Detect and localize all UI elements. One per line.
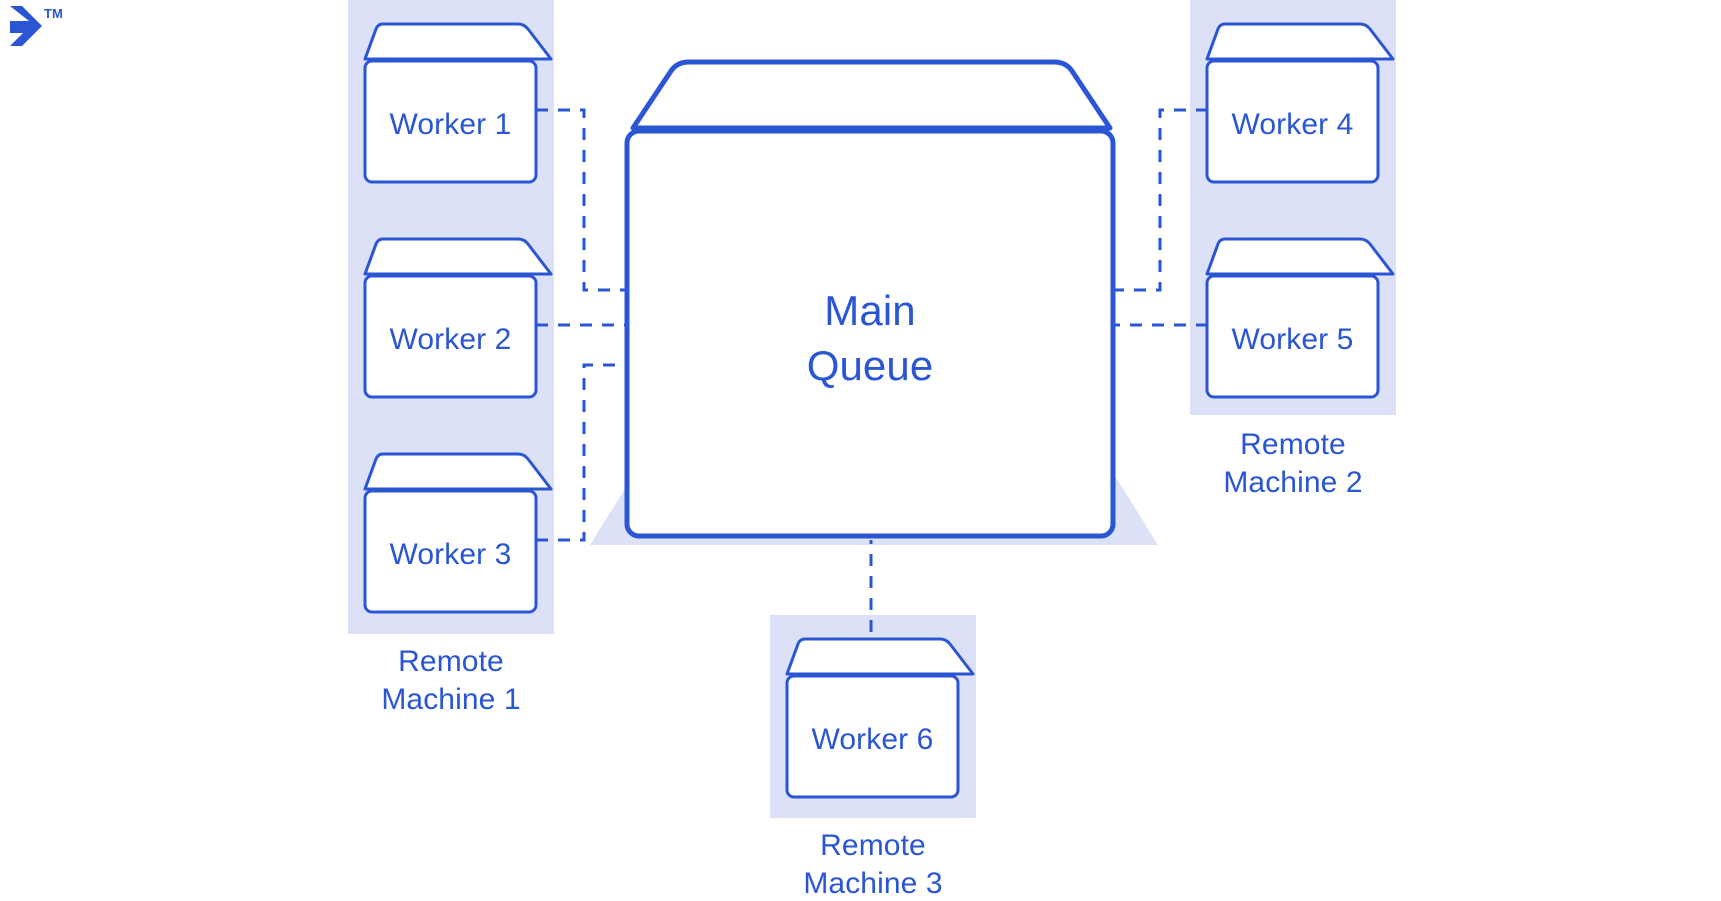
worker-3-shape — [363, 452, 553, 614]
connector-worker-3 — [536, 363, 628, 542]
worker-6-shape — [785, 637, 975, 799]
worker-1-body — [363, 59, 538, 184]
main-queue-label: Main Queue — [806, 287, 934, 389]
worker-6-lid — [785, 637, 975, 676]
worker-5-body — [1205, 274, 1380, 399]
worker-1-label: Worker 1 — [389, 108, 512, 141]
remote-machine-1-label: Remote Machine 1 — [381, 645, 521, 717]
worker-4-body — [1205, 59, 1380, 184]
worker-5-shape — [1205, 237, 1395, 399]
worker-5-label: Worker 5 — [1231, 323, 1354, 356]
remote-machine-2-label: Remote Machine 2 — [1223, 428, 1363, 500]
worker-4-label: Worker 4 — [1231, 108, 1354, 141]
main-queue-lid — [630, 59, 1113, 131]
main-queue-body — [624, 128, 1116, 539]
connector-group — [536, 108, 1208, 632]
worker-6-label: Worker 6 — [811, 723, 934, 756]
trademark-symbol: TM — [44, 6, 63, 21]
worker-3-label: Worker 3 — [389, 538, 512, 571]
worker-5-lid — [1205, 237, 1395, 276]
worker-3-body — [363, 489, 538, 614]
worker-2-shape — [363, 237, 553, 399]
remote-machine-3-label: Remote Machine 3 — [803, 829, 943, 901]
toptal-logo[interactable]: TM — [10, 6, 63, 46]
worker-6-body — [785, 674, 960, 799]
worker-4-lid — [1205, 22, 1395, 61]
worker-1-shape — [363, 22, 553, 184]
worker-2-label: Worker 2 — [389, 323, 512, 356]
toptal-logo-mark — [10, 6, 42, 46]
connector-worker-4 — [1112, 108, 1208, 292]
worker-2-lid — [363, 237, 553, 276]
worker-4-shape — [1205, 22, 1395, 184]
worker-1-lid — [363, 22, 553, 61]
worker-3-lid — [363, 452, 553, 491]
worker-2-body — [363, 274, 538, 399]
connector-worker-1 — [536, 108, 628, 292]
